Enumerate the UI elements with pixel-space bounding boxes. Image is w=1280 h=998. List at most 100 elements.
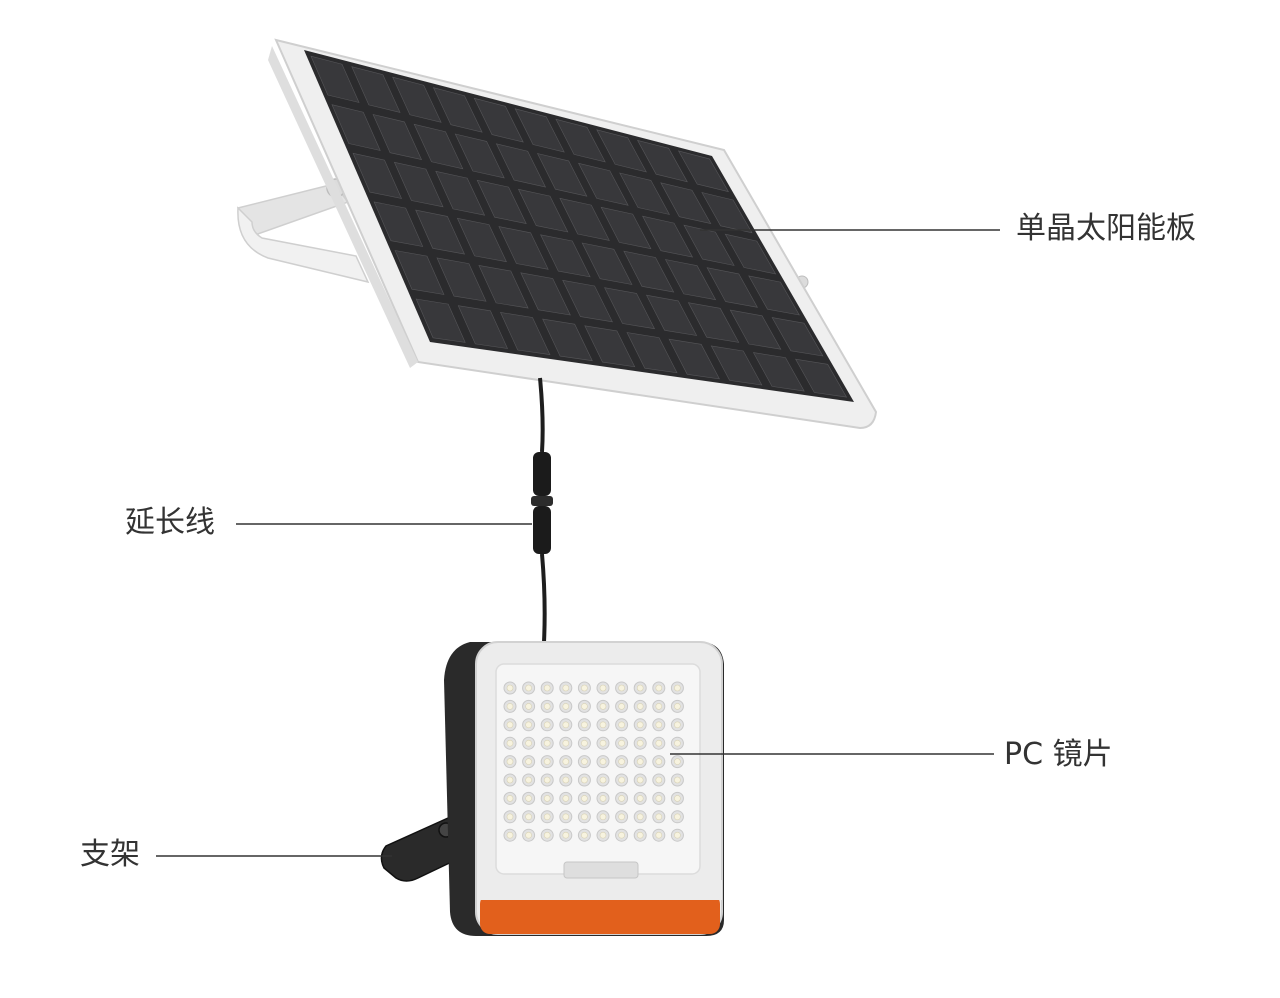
led-chip bbox=[618, 813, 625, 821]
solar-cell bbox=[584, 325, 636, 368]
led-chip bbox=[674, 776, 681, 784]
solar-cell bbox=[581, 242, 633, 285]
solar-cell bbox=[393, 161, 444, 208]
solar-cell bbox=[476, 179, 527, 225]
led-chip bbox=[525, 776, 532, 784]
solar-cell bbox=[413, 123, 464, 170]
solar-cells bbox=[304, 50, 854, 402]
led-chip bbox=[562, 831, 570, 839]
led-chip bbox=[599, 739, 607, 747]
extension-cable bbox=[531, 377, 553, 643]
led-chip bbox=[581, 703, 588, 710]
label-extension-cable: 延长线 bbox=[125, 505, 215, 540]
solar-cell bbox=[436, 257, 487, 302]
led-chip bbox=[674, 684, 681, 692]
led-chip bbox=[525, 795, 532, 802]
label-bracket: 支架 bbox=[80, 837, 140, 872]
led-chip bbox=[618, 739, 625, 747]
led-chip bbox=[525, 684, 532, 692]
solar-cell bbox=[432, 87, 483, 133]
solar-cell bbox=[619, 172, 670, 215]
solar-cell bbox=[604, 287, 656, 330]
solar-cell bbox=[456, 217, 507, 263]
solar-cell bbox=[310, 55, 360, 103]
solar-cell bbox=[600, 206, 652, 250]
led-chip bbox=[599, 684, 607, 692]
led-chip bbox=[543, 684, 551, 692]
led-chip bbox=[636, 831, 644, 839]
led-chip bbox=[543, 703, 551, 710]
led-chip bbox=[543, 831, 551, 839]
led-chip bbox=[525, 758, 532, 765]
led-chip bbox=[525, 739, 532, 747]
led-chip bbox=[525, 831, 532, 839]
solar-cell bbox=[352, 152, 403, 199]
led-chip bbox=[674, 703, 681, 710]
led-chip bbox=[543, 758, 551, 765]
led-chip bbox=[562, 721, 570, 729]
led-chip bbox=[599, 776, 607, 784]
solar-cell bbox=[415, 209, 466, 255]
led-chip bbox=[543, 813, 551, 821]
led-chip bbox=[562, 813, 570, 821]
led-chip bbox=[581, 831, 588, 839]
led-chip bbox=[562, 739, 570, 747]
solar-cell bbox=[392, 76, 442, 123]
led-chip bbox=[636, 739, 644, 747]
led-chip bbox=[636, 795, 644, 802]
led-chip bbox=[636, 721, 644, 729]
solar-cell bbox=[372, 114, 423, 161]
led-chip bbox=[525, 721, 532, 729]
led-chip bbox=[506, 795, 514, 802]
led-chip bbox=[562, 758, 570, 765]
led-chip bbox=[636, 776, 644, 784]
solar-cell bbox=[677, 150, 730, 193]
solar-cell bbox=[623, 250, 675, 293]
solar-cell bbox=[710, 345, 763, 386]
solar-cell bbox=[596, 129, 647, 173]
label-solar-panel: 单晶太阳能板 bbox=[1016, 211, 1196, 246]
led-chip bbox=[599, 813, 607, 821]
leader-lines bbox=[156, 229, 1000, 857]
solar-cell bbox=[473, 97, 524, 143]
led-chip bbox=[506, 721, 514, 729]
solar-cell bbox=[394, 250, 445, 295]
lamp-orange-strip bbox=[480, 894, 720, 934]
led-chip bbox=[618, 684, 625, 692]
led-chip bbox=[562, 684, 570, 692]
led-chip bbox=[618, 703, 625, 710]
led-chip bbox=[599, 721, 607, 729]
solar-cell bbox=[645, 294, 698, 336]
solar-cell bbox=[495, 143, 547, 188]
solar-cell bbox=[520, 272, 571, 316]
solar-cell bbox=[578, 162, 629, 206]
solar-cell bbox=[660, 182, 712, 225]
solar-cell bbox=[668, 338, 720, 380]
led-array bbox=[503, 681, 684, 842]
pc-lens bbox=[495, 663, 701, 875]
solar-cell bbox=[454, 133, 505, 179]
led-chip bbox=[636, 758, 644, 765]
solar-cell bbox=[517, 188, 569, 233]
led-chip bbox=[599, 703, 607, 710]
solar-cell bbox=[331, 104, 381, 151]
led-chip bbox=[599, 795, 607, 802]
led-chip bbox=[506, 758, 514, 765]
solar-cell bbox=[540, 234, 591, 278]
solar-panel bbox=[268, 38, 878, 430]
led-chip bbox=[655, 795, 663, 802]
solar-cell bbox=[478, 265, 529, 309]
led-chip bbox=[655, 776, 663, 784]
solar-cell bbox=[729, 309, 782, 350]
solar-cell bbox=[457, 305, 508, 349]
solar-cell bbox=[664, 259, 717, 301]
led-chip bbox=[562, 776, 570, 784]
solar-cell bbox=[498, 226, 549, 270]
led-chip bbox=[525, 813, 532, 821]
led-chip bbox=[506, 831, 514, 839]
solar-cell bbox=[373, 201, 424, 247]
solar-cell bbox=[514, 108, 565, 153]
led-chip bbox=[618, 795, 625, 802]
led-chip bbox=[618, 758, 625, 765]
